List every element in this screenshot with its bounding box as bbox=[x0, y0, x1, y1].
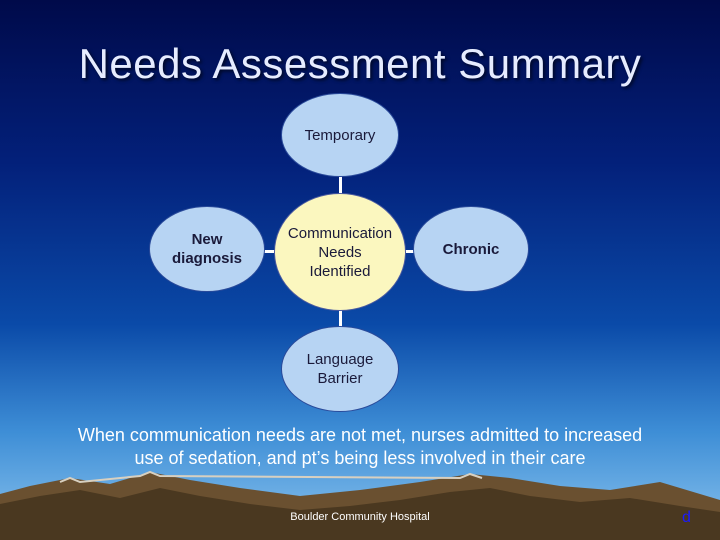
slide-title: Needs Assessment Summary bbox=[78, 40, 642, 87]
connector-top bbox=[339, 176, 342, 196]
caption-line-1: When communication needs are not met, nu… bbox=[77, 425, 643, 445]
caption-line-2: use of sedation, and pt’s being less inv… bbox=[134, 448, 586, 468]
node-center-line-2: Needs bbox=[318, 243, 362, 261]
caption: When communication needs are not met, nu… bbox=[30, 424, 690, 470]
mountain-range bbox=[0, 470, 720, 540]
node-new-diagnosis: New diagnosis bbox=[149, 206, 265, 292]
node-center-line-1: Communication bbox=[287, 224, 393, 242]
footer-text: Boulder Community Hospital bbox=[290, 511, 430, 523]
connector-right bbox=[400, 250, 416, 253]
node-right-line: Chronic bbox=[442, 240, 500, 258]
node-bottom-line-2: Barrier bbox=[317, 370, 363, 387]
mountain-snow bbox=[59, 470, 483, 484]
node-language-barrier: Language Barrier bbox=[281, 326, 399, 412]
node-temporary-line: Temporary bbox=[304, 126, 376, 144]
slide-marker: d bbox=[682, 509, 691, 526]
connector-left bbox=[262, 250, 280, 253]
connector-bottom bbox=[339, 308, 342, 328]
node-bottom-line-1: Language bbox=[306, 351, 374, 368]
node-temporary: Temporary bbox=[281, 93, 399, 177]
node-left-line-2: diagnosis bbox=[171, 250, 242, 267]
node-communication-needs-identified: Communication Needs Identified bbox=[274, 193, 406, 311]
mountain-front bbox=[0, 488, 720, 540]
node-left-line-1: New bbox=[191, 231, 223, 248]
node-chronic: Chronic bbox=[413, 206, 529, 292]
node-center-line-3: Identified bbox=[309, 262, 371, 280]
